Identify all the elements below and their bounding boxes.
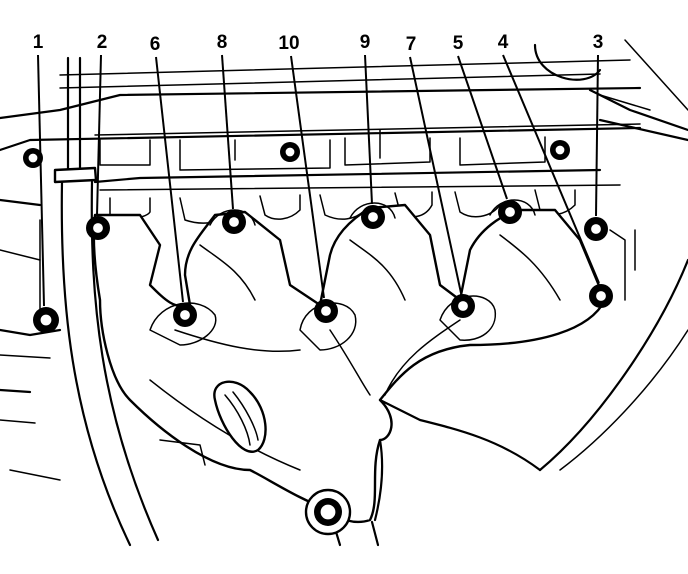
callout-4: 4	[498, 32, 509, 53]
bolt-6	[173, 303, 197, 327]
bolt-1	[33, 307, 59, 333]
head-bolt-middle	[280, 142, 300, 162]
callout-7: 7	[406, 34, 417, 55]
bolt-10	[314, 299, 338, 323]
callout-1: 1	[33, 32, 44, 53]
leader-7	[409, 56, 462, 294]
leader-10	[290, 55, 325, 299]
callout-9: 9	[360, 32, 371, 53]
leader-2	[96, 54, 102, 216]
callout-3: 3	[593, 32, 604, 53]
bolt-9	[361, 205, 385, 229]
callout-8: 8	[217, 32, 228, 53]
bolt-5	[498, 200, 522, 224]
outlet-stud	[304, 488, 352, 536]
exhaust-manifold	[92, 199, 607, 547]
leader-3	[595, 54, 599, 217]
bolt-2	[86, 216, 110, 240]
callout-5: 5	[453, 33, 464, 54]
leader-8	[221, 54, 234, 210]
leader-1	[37, 54, 45, 307]
leader-5	[457, 55, 508, 200]
leader-6	[155, 56, 184, 303]
leader-4	[502, 54, 600, 284]
callout-10: 10	[278, 33, 299, 54]
leader-lines	[37, 54, 600, 307]
bolt-3	[584, 217, 608, 241]
callout-6: 6	[150, 34, 161, 55]
bolt-8	[222, 210, 246, 234]
callout-labels: 1 2 6 8 10 9 7 5 4 3	[33, 32, 604, 55]
bolt-4	[589, 284, 613, 308]
callout-2: 2	[97, 32, 108, 53]
bolt-7	[451, 294, 475, 318]
head-bolt-right	[550, 140, 570, 160]
leader-9	[364, 54, 373, 205]
head-bolt-left	[23, 148, 43, 168]
